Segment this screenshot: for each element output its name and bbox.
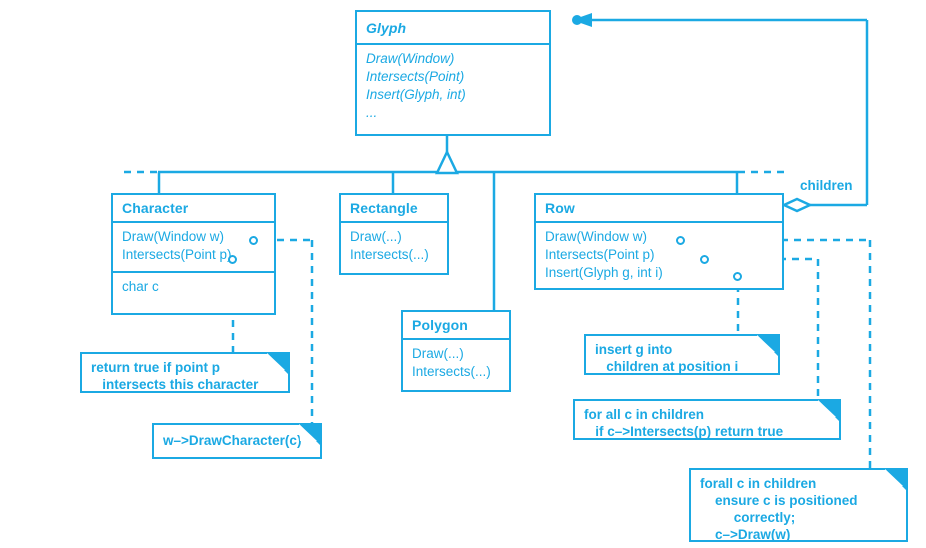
class-name-rectangle: Rectangle bbox=[341, 195, 447, 223]
aggregation-diamond bbox=[781, 197, 813, 213]
note-text: return true if point p intersects this c… bbox=[91, 360, 259, 392]
note-text: for all c in children if c–>Intersects(p… bbox=[584, 407, 784, 439]
operation: Intersects(Point p) bbox=[122, 247, 232, 262]
class-operations-character: Draw(Window w) Intersects(Point p) bbox=[113, 223, 274, 271]
operation: Intersects(Point) bbox=[366, 69, 465, 84]
note-row-insert[interactable]: insert g into children at position i bbox=[584, 334, 780, 375]
class-box-character[interactable]: Character Draw(Window w) Intersects(Poin… bbox=[111, 193, 276, 315]
note-character-draw[interactable]: w–>DrawCharacter(c) bbox=[152, 423, 322, 459]
operation: Insert(Glyph, int) bbox=[366, 87, 466, 102]
class-operations-rectangle: Draw(...) Intersects(...) bbox=[341, 223, 447, 268]
note-text: forall c in children ensure c is positio… bbox=[700, 476, 858, 542]
note-character-intersects[interactable]: return true if point p intersects this c… bbox=[80, 352, 290, 393]
interface-ball-row-insert bbox=[733, 272, 742, 281]
class-operations-row: Draw(Window w) Intersects(Point p) Inser… bbox=[536, 223, 782, 286]
operation: Intersects(...) bbox=[412, 364, 491, 379]
generalization-triangle bbox=[435, 149, 459, 175]
interface-ball-row-draw bbox=[676, 236, 685, 245]
note-text: insert g into children at position i bbox=[595, 342, 739, 374]
class-box-rectangle[interactable]: Rectangle Draw(...) Intersects(...) bbox=[339, 193, 449, 275]
class-attributes-character: char c bbox=[113, 271, 274, 300]
operation: Intersects(...) bbox=[350, 247, 429, 262]
class-operations-glyph: Draw(Window) Intersects(Point) Insert(Gl… bbox=[357, 45, 549, 126]
operation: ... bbox=[366, 105, 378, 120]
interface-ball-character-draw bbox=[249, 236, 258, 245]
association-role-label: children bbox=[800, 178, 853, 193]
note-text: w–>DrawCharacter(c) bbox=[163, 433, 302, 448]
class-name-character: Character bbox=[113, 195, 274, 223]
operation: Draw(...) bbox=[412, 346, 464, 361]
operation: Draw(Window w) bbox=[545, 229, 648, 244]
interface-ball-character-intersects bbox=[228, 255, 237, 264]
interface-ball-row-intersects bbox=[700, 255, 709, 264]
note-row-draw[interactable]: forall c in children ensure c is positio… bbox=[689, 468, 908, 542]
assoc-source-dot bbox=[572, 15, 582, 25]
class-name-polygon: Polygon bbox=[403, 312, 509, 340]
class-name-row: Row bbox=[536, 195, 782, 223]
operation: Draw(...) bbox=[350, 229, 402, 244]
class-box-glyph[interactable]: Glyph Draw(Window) Intersects(Point) Ins… bbox=[355, 10, 551, 136]
operation: Insert(Glyph g, int i) bbox=[545, 265, 663, 280]
class-operations-polygon: Draw(...) Intersects(...) bbox=[403, 340, 509, 385]
class-box-polygon[interactable]: Polygon Draw(...) Intersects(...) bbox=[401, 310, 511, 392]
operation: Draw(Window w) bbox=[122, 229, 225, 244]
attribute: char c bbox=[122, 279, 159, 294]
note-row-intersects[interactable]: for all c in children if c–>Intersects(p… bbox=[573, 399, 841, 440]
class-box-row[interactable]: Row Draw(Window w) Intersects(Point p) I… bbox=[534, 193, 784, 290]
class-name-glyph: Glyph bbox=[357, 12, 549, 45]
operation: Draw(Window) bbox=[366, 51, 455, 66]
operation: Intersects(Point p) bbox=[545, 247, 655, 262]
